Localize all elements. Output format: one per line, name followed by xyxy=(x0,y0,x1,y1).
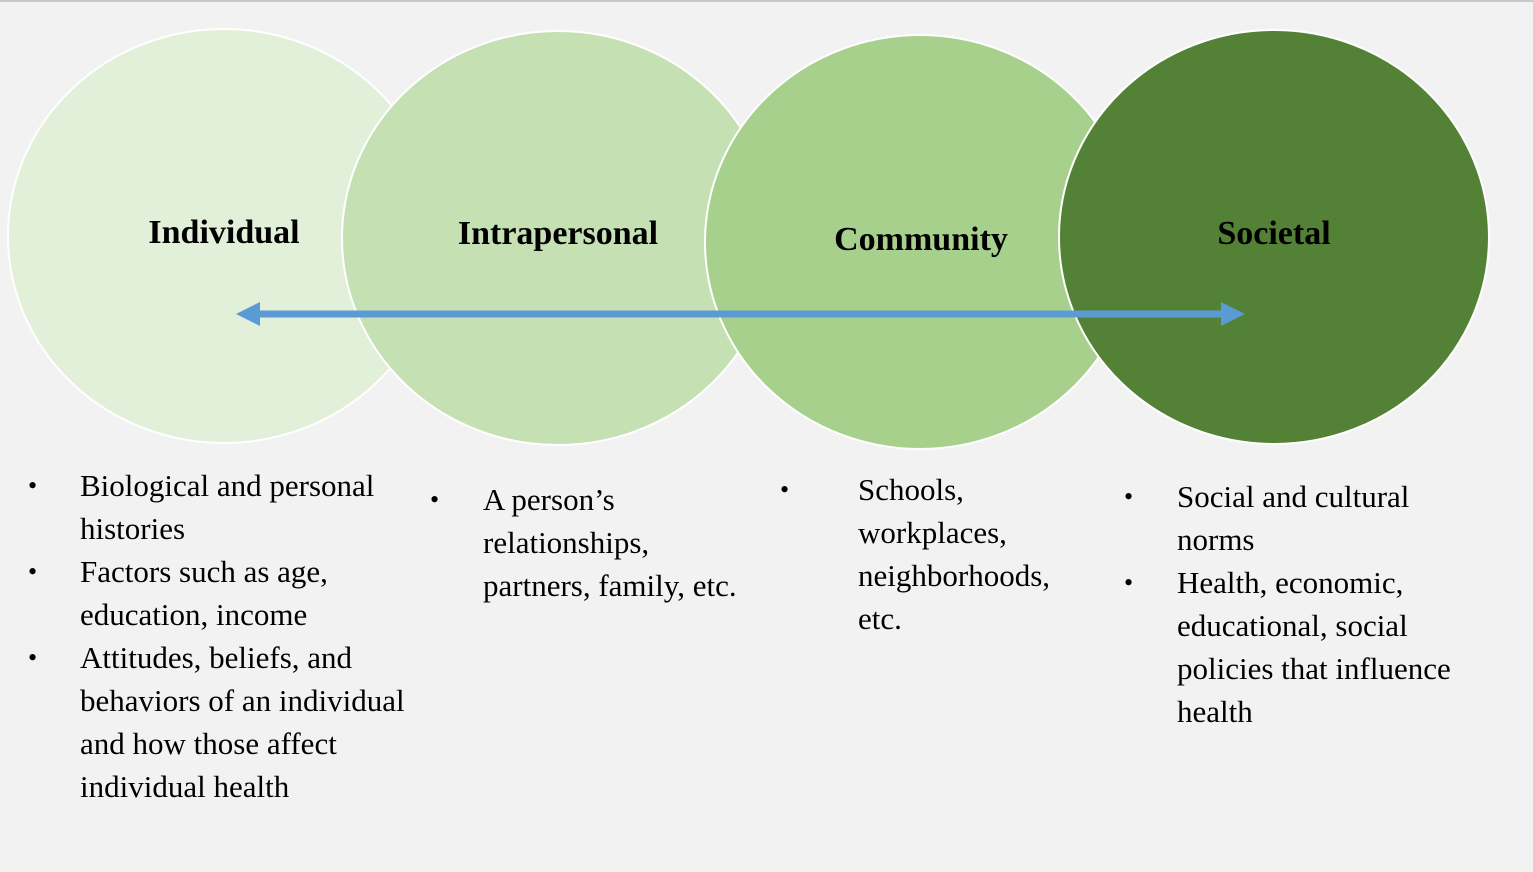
label-intrapersonal: Intrapersonal xyxy=(457,215,659,252)
intrapersonal-bullets: A person’s relationships, partners, fami… xyxy=(430,478,740,607)
label-community: Community xyxy=(834,221,1008,258)
societal-bullets: Social and cultural norms Health, econom… xyxy=(1124,475,1464,733)
list-item: Schools, workplaces, neighborhoods, etc. xyxy=(780,468,1100,640)
circle-societal xyxy=(1058,29,1490,445)
list-item: Biological and personal histories xyxy=(28,464,418,550)
list-item: Social and cultural norms xyxy=(1124,475,1464,561)
arrowhead-left-icon xyxy=(236,302,260,326)
label-societal: Societal xyxy=(1217,215,1331,252)
list-item: Health, economic, educational, social po… xyxy=(1124,561,1464,733)
list-item: Attitudes, beliefs, and behaviors of an … xyxy=(28,636,418,808)
arrowhead-right-icon xyxy=(1221,302,1245,326)
list-item: Factors such as age, education, income xyxy=(28,550,418,636)
double-arrow xyxy=(236,302,1245,326)
community-bullets: Schools, workplaces, neighborhoods, etc. xyxy=(780,468,1100,640)
label-individual: Individual xyxy=(148,214,300,251)
individual-bullets: Biological and personal histories Factor… xyxy=(28,464,418,808)
list-item: A person’s relationships, partners, fami… xyxy=(430,478,740,607)
